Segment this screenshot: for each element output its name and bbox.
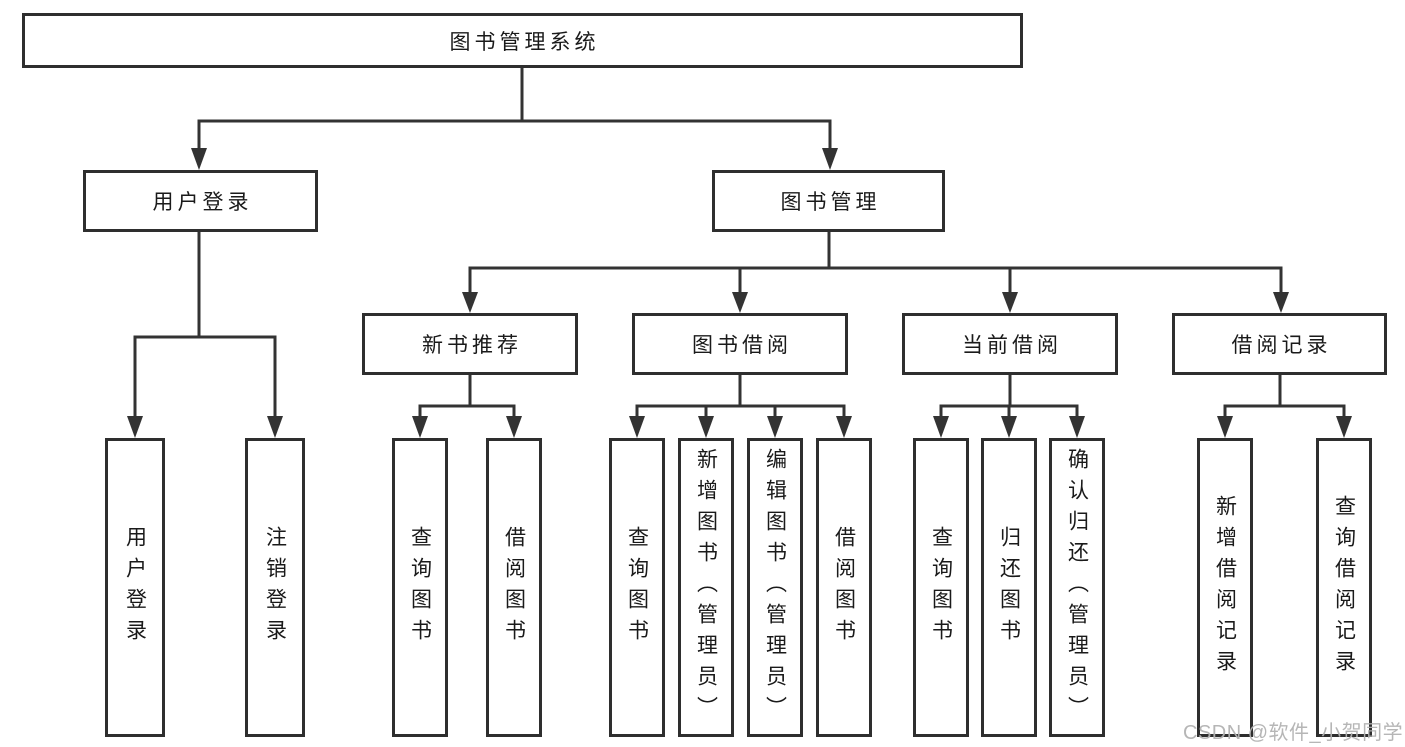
- leaf-cb-return-books-label: 归还图书: [997, 525, 1021, 650]
- leaf-nb-query-books-label: 查询图书: [408, 525, 432, 650]
- csdn-watermark: CSDN @软件_小贺同学: [1183, 722, 1404, 744]
- leaf-logout-label: 注销登录: [263, 525, 287, 650]
- node-user-login: 用户登录: [83, 170, 318, 232]
- node-root: 图书管理系统: [22, 13, 1023, 68]
- leaf-user-login: 用户登录: [105, 438, 165, 737]
- node-book-borrowing: 图书借阅: [632, 313, 848, 375]
- leaf-cb-confirm-return-admin-label: 确认归还（管理员）: [1065, 448, 1089, 727]
- leaf-nb-borrow-books: 借阅图书: [486, 438, 542, 737]
- node-current-borrowing: 当前借阅: [902, 313, 1118, 375]
- leaf-cb-confirm-return-admin: 确认归还（管理员）: [1049, 438, 1105, 737]
- node-book-management: 图书管理: [712, 170, 945, 232]
- leaf-bb-add-books-admin-label: 新增图书（管理员）: [694, 448, 718, 727]
- leaf-cb-query-books-label: 查询图书: [929, 525, 953, 650]
- leaf-bb-edit-books-admin-label: 编辑图书（管理员）: [763, 448, 787, 727]
- leaf-bb-borrow-books-label: 借阅图书: [832, 525, 856, 650]
- leaf-br-query-record-label: 查询借阅记录: [1332, 494, 1356, 681]
- leaf-bb-query-books-label: 查询图书: [625, 525, 649, 650]
- node-new-book-recommend: 新书推荐: [362, 313, 578, 375]
- leaf-user-login-label: 用户登录: [123, 525, 147, 650]
- leaf-bb-borrow-books: 借阅图书: [816, 438, 872, 737]
- leaf-logout: 注销登录: [245, 438, 305, 737]
- leaf-bb-query-books: 查询图书: [609, 438, 665, 737]
- leaf-cb-query-books: 查询图书: [913, 438, 969, 737]
- leaf-br-query-record: 查询借阅记录: [1316, 438, 1372, 737]
- leaf-bb-edit-books-admin: 编辑图书（管理员）: [747, 438, 803, 737]
- leaf-br-add-record-label: 新增借阅记录: [1213, 494, 1237, 681]
- leaf-bb-add-books-admin: 新增图书（管理员）: [678, 438, 734, 737]
- leaf-nb-query-books: 查询图书: [392, 438, 448, 737]
- leaf-nb-borrow-books-label: 借阅图书: [502, 525, 526, 650]
- node-borrowing-records: 借阅记录: [1172, 313, 1387, 375]
- leaf-cb-return-books: 归还图书: [981, 438, 1037, 737]
- leaf-br-add-record: 新增借阅记录: [1197, 438, 1253, 737]
